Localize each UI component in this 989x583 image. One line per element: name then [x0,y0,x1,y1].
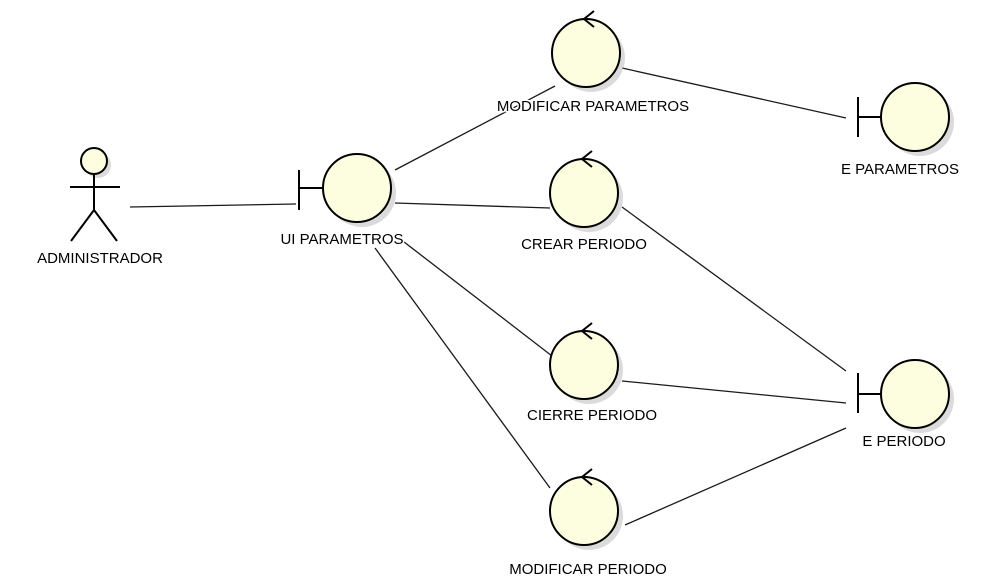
boundary-icon [857,359,954,433]
boundary-e-periodo[interactable]: E PERIODO [857,359,954,452]
connection-crear-periodo-e-periodo[interactable] [621,206,847,372]
connection-cierre-periodo-e-periodo[interactable] [621,380,847,404]
actor-stick-figure-icon [70,147,120,242]
actor-label: ADMINISTRADOR [37,250,163,267]
control-label: MODIFICAR PERIODO [509,561,667,578]
connection-ui-parametros-crear-periodo[interactable] [394,202,551,209]
control-icon [549,150,623,232]
control-label: MODIFICAR PARAMETROS [497,98,689,115]
control-crear-periodo[interactable]: CREAR PERIODO [520,150,648,255]
control-modificar-parametros[interactable]: MODIFICAR PARAMETROS [495,10,691,117]
connection-ui-parametros-cierre-periodo[interactable] [394,234,553,357]
boundary-e-parametros[interactable]: E PARAMETROS [839,82,961,180]
boundary-icon [298,153,396,227]
connections [129,67,847,526]
boundary-ui-parametros[interactable]: UI PARAMETROS [279,153,405,250]
boundary-icon [857,82,954,156]
connection-modificar-periodo-e-periodo[interactable] [624,427,847,526]
actor-administrador[interactable]: ADMINISTRADOR [36,147,165,269]
control-icon [549,322,623,404]
connection-ui-parametros-modificar-periodo[interactable] [374,247,551,489]
control-label: CREAR PERIODO [521,236,647,253]
control-icon [551,10,625,92]
control-modificar-periodo[interactable]: MODIFICAR PERIODO [508,468,668,580]
connection-modificar-parametros-e-parametros[interactable] [621,67,847,119]
boundary-label: E PARAMETROS [841,161,959,178]
control-icon [549,468,623,550]
boundary-label: E PERIODO [862,433,945,450]
control-cierre-periodo[interactable]: CIERRE PERIODO [525,322,659,426]
boundary-label: UI PARAMETROS [280,231,403,248]
control-label: CIERRE PERIODO [527,407,657,424]
connection-ui-parametros-modificar-parametros[interactable] [394,85,556,171]
connection-administrador-ui-parametros[interactable] [129,203,297,208]
